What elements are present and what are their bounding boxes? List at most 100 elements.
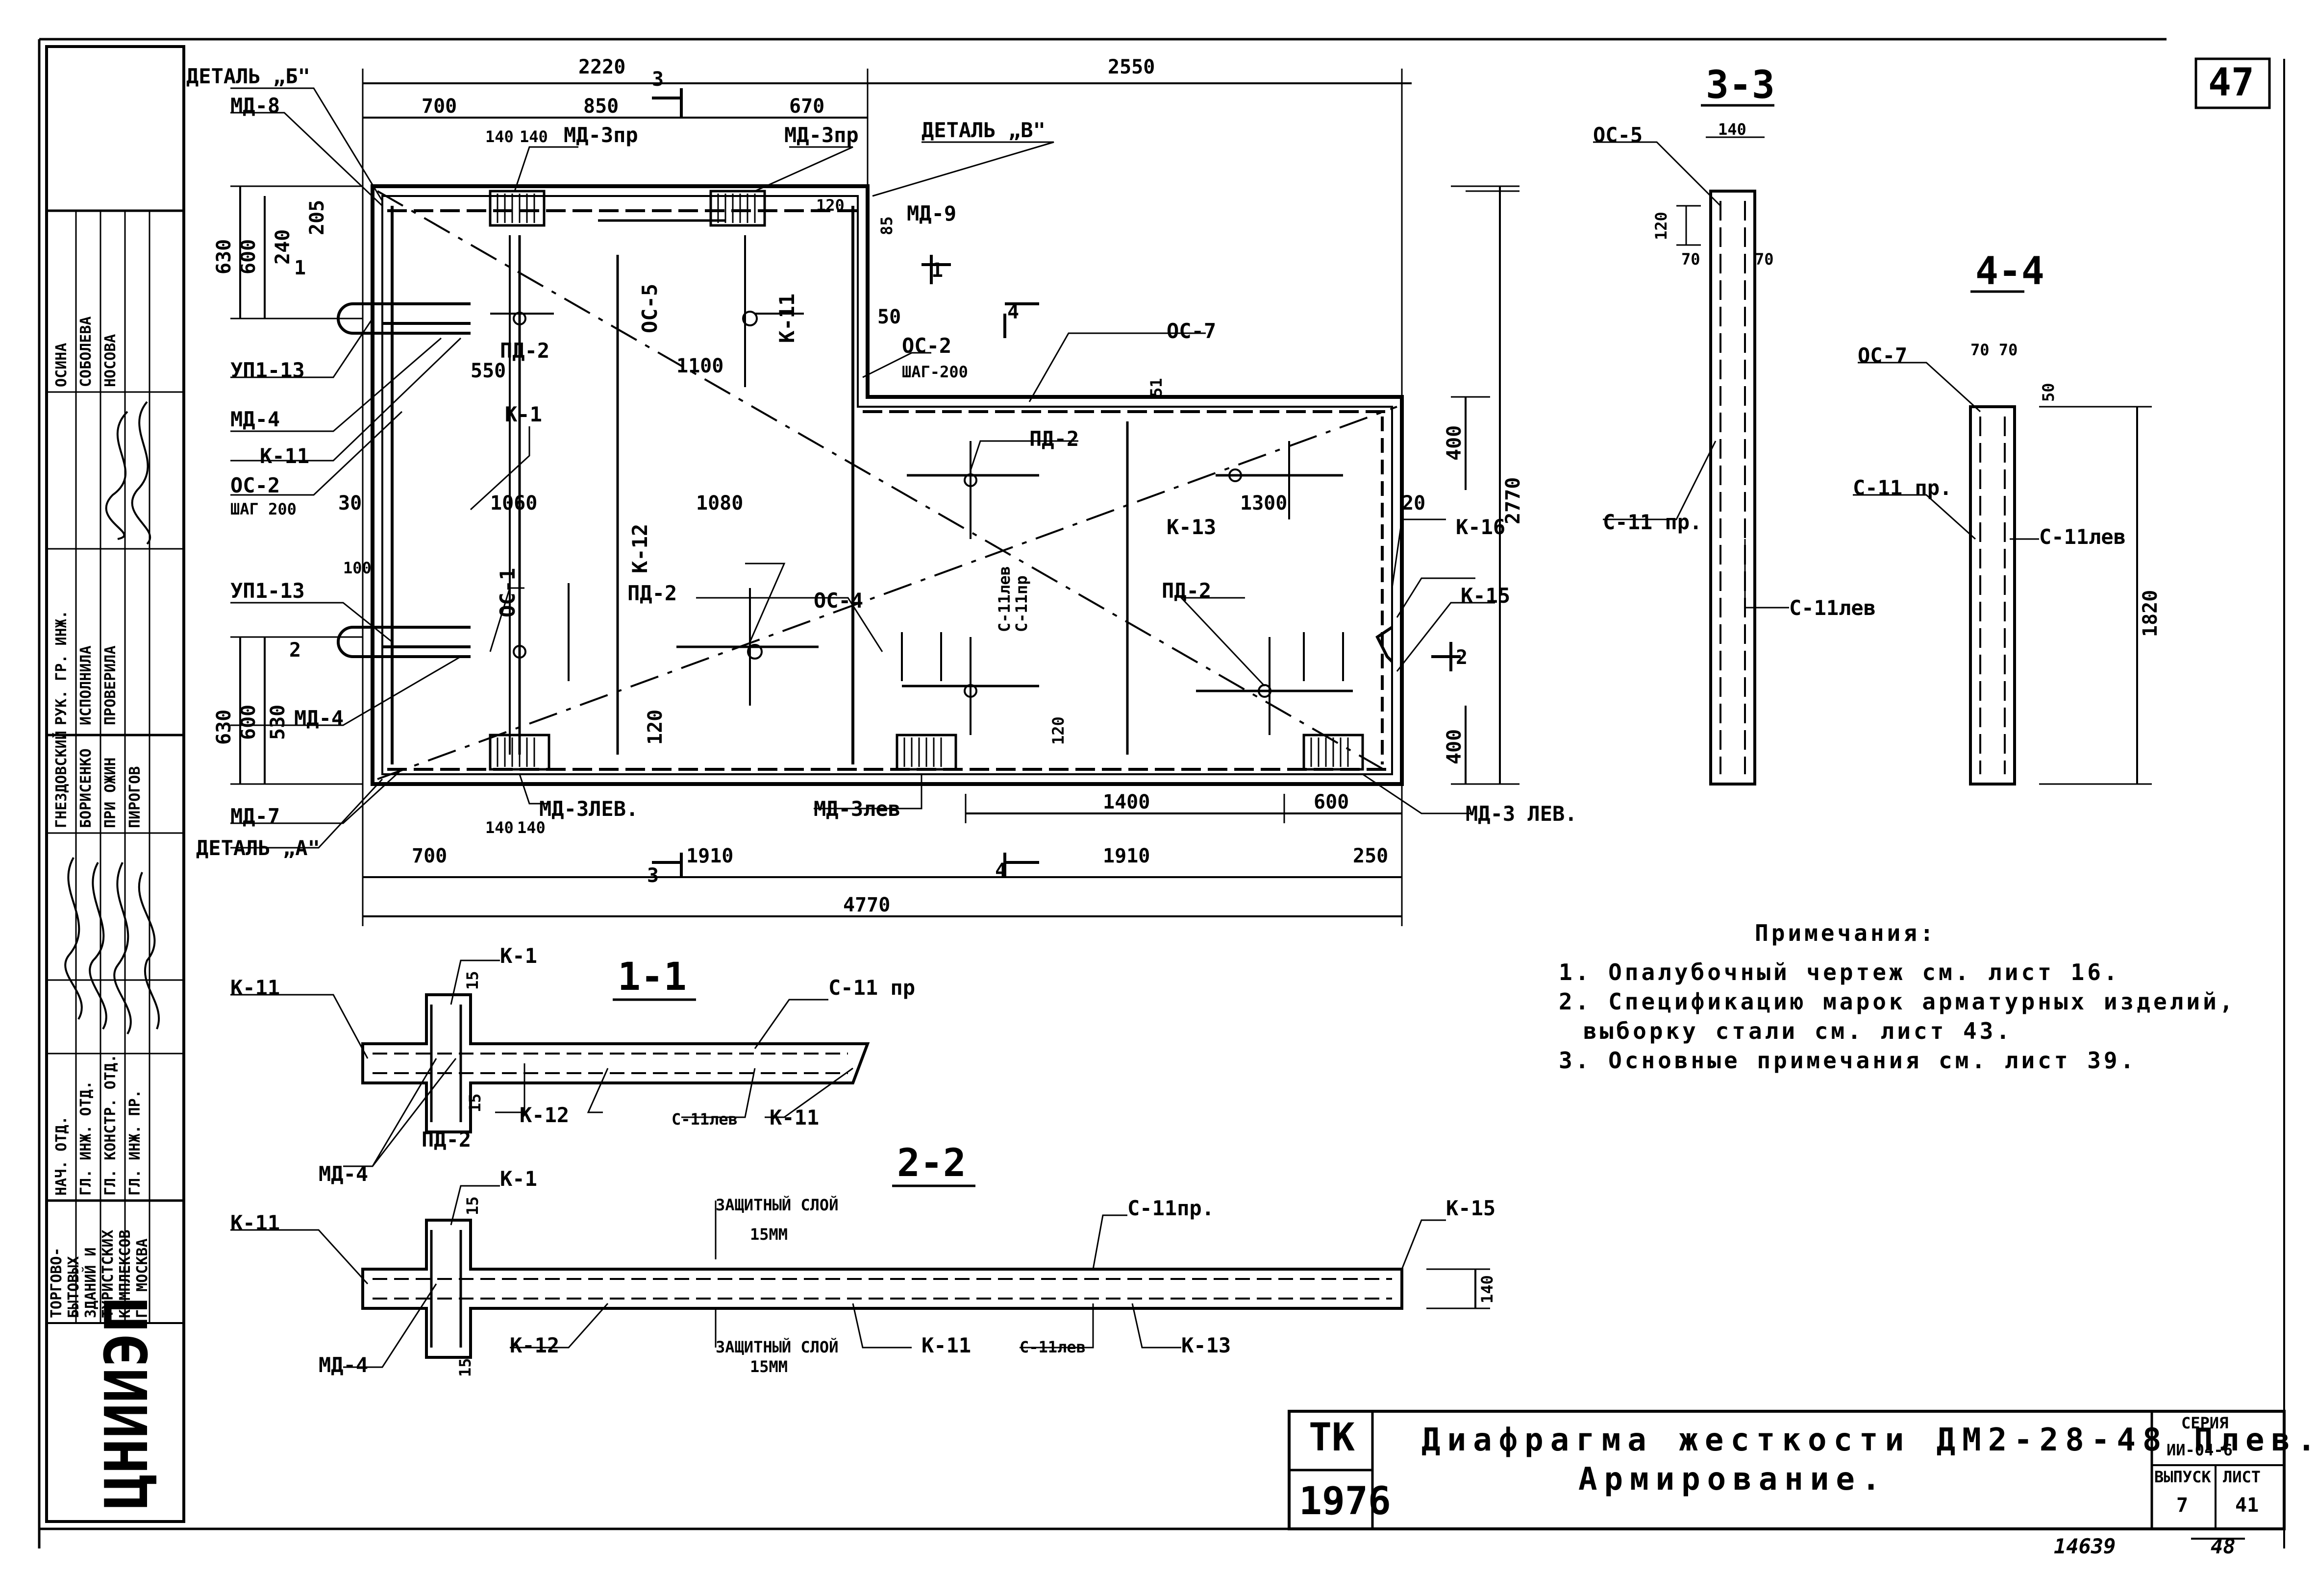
signature-5 [113,862,132,1035]
section-1-1-s11lev: С-11лев [672,1110,738,1129]
stamp-org-5: КОМПЛЕКСОВ [117,1229,134,1318]
inventory-number: 14639 [2054,1534,2116,1558]
dim-600-bot: 600 [237,705,260,740]
dim-600: 600 [1314,791,1349,813]
dim-1910-b: 1910 [1103,845,1150,867]
label-k13: К-13 [1167,515,1216,539]
title-block-series: ИИ-04-6 [2167,1441,2233,1459]
label-pd2-b: ПД-2 [627,581,677,605]
dim-205: 205 [306,200,328,235]
section-1-1-k1: К-1 [500,944,537,968]
label-os4: ОС-4 [814,589,863,613]
label-os1: ОС-1 [496,568,520,617]
stamp-name-6: ПРИ ОЖИН [102,758,119,829]
label-md4-b: МД-4 [294,706,344,730]
label-k11-a: К-11 [260,444,309,468]
dim-670: 670 [789,95,824,118]
section-2-2-cover-top: ЗАЩИТНЫЙ СЛОЙ [716,1196,838,1214]
section-1-1: 1-1 К-11 К-1 С-11 пр 15 15 ПД-2 К-12 С-1… [230,944,915,1186]
section-3-3-dim-120: 120 [1652,212,1670,240]
title-block-issue-label: ВЫПУСК [2154,1468,2211,1486]
title-block-sheet: 41 [2235,1494,2259,1517]
dim-120: 120 [816,196,845,215]
stamp-role-6: ГЛ. КОНСТР. ОТД. [102,1054,119,1196]
page-number: 47 [2208,61,2254,105]
stamp-org-4: ТУРИСТСКИХ [100,1229,117,1318]
dim-2220: 2220 [578,56,625,78]
section-4-4-dim-50: 50 [2039,383,2058,402]
stamp-org-6: Г. МОСКВА [134,1238,151,1318]
stamp-role-4: НАЧ. ОТД. [53,1116,70,1196]
section-2-2-cover-bot-mm: 15ММ [750,1357,788,1376]
section-4-4-s11pr: С-11 пр. [1853,476,1952,500]
dim-20: 20 [1402,492,1425,515]
signature-4 [89,862,107,1030]
title-block-series-label: СЕРИЯ [2181,1414,2228,1432]
dim-140-b: 140 [520,127,548,146]
main-labels: ДЕТАЛЬ „Б" МД-8 МД-3пр МД-3пр ДЕТАЛЬ „В"… [186,56,1577,916]
notes-title: Примечания: [1755,920,1937,946]
section-3-3-s11pr: С-11 пр. [1603,510,1702,534]
label-os5: ОС-5 [638,284,662,333]
note-3: 3. Основные примечания см. лист 39. [1559,1047,2137,1074]
main-elevation [230,69,1520,926]
dim-51: 51 [1147,378,1166,397]
title-block: ТК 1976 Диафрагма жесткости ДМ2-28-48 Пл… [1288,1410,2317,1530]
label-k15: К-15 [1461,584,1510,608]
section-4-top: 4 [1007,301,1019,323]
section-2-2-s11pr: С-11пр. [1127,1196,1214,1220]
dim-240: 240 [272,229,294,265]
stamp-role-2: ИСПОЛНИЛА [77,645,95,725]
section-4-4: 4-4 ОС-7 70 70 50 С-11 пр. С-11лев 1820 [1853,249,2162,786]
stamp-name-7: ПИРОГОВ [126,766,144,828]
label-md3pr-b: МД-3пр [784,123,859,147]
section-2-2-k11-a: К-11 [230,1211,280,1235]
side-stamp: ОСИНА СОБОЛЕВА НОСОВА РУК. ГР. ИНЖ. ИСПО… [45,45,185,1523]
stamp-name-4: ГНЕЗДОВСКИЙ [52,731,70,828]
label-os2-b: ОС-2 [902,334,951,358]
label-k11-b: К-11 [775,294,799,343]
stamp-name-2: СОБОЛЕВА [77,317,95,388]
signature-1 [105,411,128,540]
label-os7: ОС-7 [1167,319,1216,343]
title-block-sheet-label: ЛИСТ [2223,1468,2261,1486]
panel-contour [371,184,1404,786]
dim-1080: 1080 [696,492,743,515]
section-3-3-os5: ОС-5 [1593,123,1643,147]
section-1-1-md4: МД-4 [319,1162,368,1186]
dim-1400: 1400 [1103,791,1150,813]
section-2-2-dim-15-a: 15 [463,1196,482,1215]
dim-120-vert-b: 120 [1049,716,1068,745]
section-1-1-k11-b: К-11 [770,1105,819,1129]
section-4-4-title: 4-4 [1975,249,2044,294]
stamp-name-1: ОСИНА [53,343,70,387]
signature-2 [131,401,151,545]
section-3-top: 3 [652,68,664,91]
note-2: 2. Спецификацию марок арматурных изделий… [1559,988,2236,1015]
dim-400-top: 400 [1443,425,1466,461]
notes: Примечания: 1. Опалубочный чертеж см. ли… [1559,920,2236,1074]
section-2-2-s11lev: С-11лев [1020,1338,1086,1356]
title-block-title: Диафрагма жесткости ДМ2-28-48 Плев. [1421,1422,2317,1458]
section-3-3-s11lev: С-11лев [1789,596,1876,620]
label-md9: МД-9 [907,201,956,225]
stamp-org-2: БЫТОВЫХ [65,1256,82,1318]
label-md7: МД-7 [230,804,280,828]
section-1-1-dim-15-a: 15 [463,971,482,990]
dim-50: 50 [877,306,901,328]
label-detail-a: ДЕТАЛЬ „А" [196,836,320,860]
section-3-bot: 3 [647,864,659,887]
dim-140-d: 140 [517,818,546,837]
label-md3lev-c: МД-3 ЛЕВ. [1466,802,1577,826]
section-4-4-os7: ОС-7 [1858,344,1907,368]
section-4-bot: 4 [995,859,1007,882]
label-k1: К-1 [505,402,542,426]
signature-6 [138,872,160,1030]
label-md8: МД-8 [230,94,280,118]
section-1-1-pd2: ПД-2 [422,1128,471,1152]
stamp-role-7: ГЛ. ИНЖ. ПР. [126,1089,144,1196]
title-block-tk: ТК [1309,1416,1355,1460]
title-block-year: 1976 [1299,1479,1391,1523]
